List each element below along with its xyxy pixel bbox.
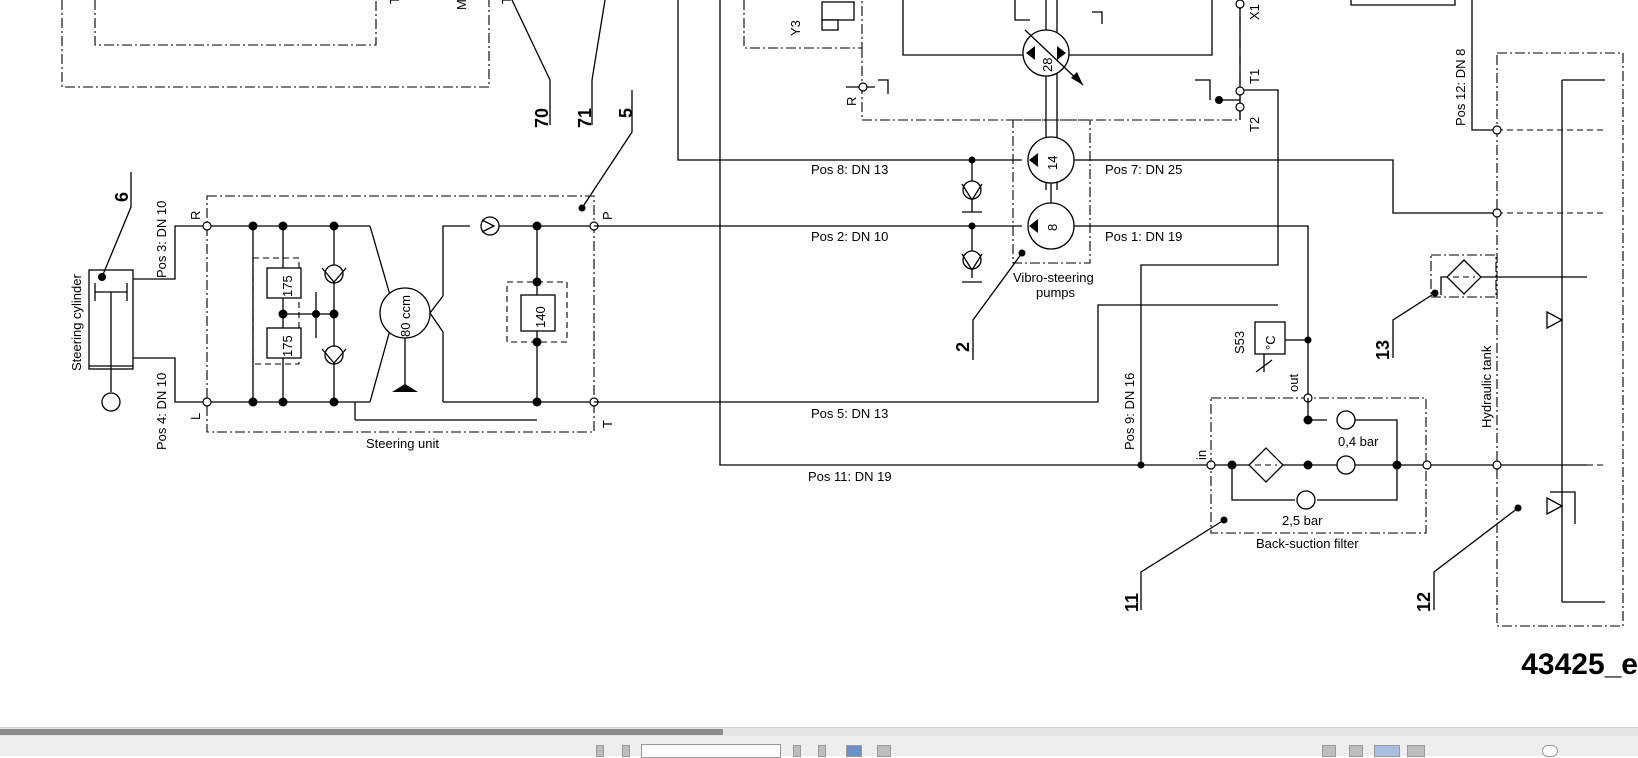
return-filter-13 bbox=[1392, 254, 1587, 358]
relief-setting-r: 175 bbox=[280, 275, 295, 297]
port-label-l-cylinder: L bbox=[188, 413, 203, 420]
hydraulic-tank-label: Hydraulic tank bbox=[1479, 345, 1494, 428]
callout-71: 71 bbox=[575, 108, 595, 128]
port-label-t1: T1 bbox=[1247, 69, 1262, 84]
callout-6: 6 bbox=[112, 192, 132, 202]
two-page-continuous-icon[interactable] bbox=[1407, 745, 1425, 757]
line-label-pos9: Pos 9: DN 16 bbox=[1122, 373, 1137, 450]
sensor-unit-label: °C bbox=[1263, 335, 1278, 350]
label-fragment-t-left: T bbox=[387, 0, 402, 4]
line-label-pos3: Pos 3: DN 10 bbox=[154, 201, 169, 278]
line-label-pos12: Pos 12: DN 8 bbox=[1453, 49, 1468, 126]
steering-cylinder bbox=[88, 172, 134, 412]
hydraulic-tank bbox=[1433, 52, 1624, 627]
filter-port-out: out bbox=[1286, 374, 1301, 392]
viewer-toolbar bbox=[0, 727, 1638, 758]
horizontal-scrollbar[interactable] bbox=[0, 728, 1638, 736]
pump-8-label: 8 bbox=[1045, 224, 1060, 231]
port-label-r-valve: R bbox=[844, 97, 859, 106]
callout-2: 2 bbox=[953, 342, 973, 352]
vibro-steering-pumps bbox=[961, 119, 1091, 360]
pressure-relief-setting: 140 bbox=[533, 306, 548, 328]
label-fragment-m: M bbox=[454, 0, 469, 10]
valve-y3-label: Y3 bbox=[788, 20, 803, 36]
two-page-icon[interactable] bbox=[1374, 745, 1400, 757]
last-page-icon[interactable] bbox=[818, 745, 826, 757]
port-label-p: P bbox=[600, 211, 615, 220]
steering-unit-label: Steering unit bbox=[366, 436, 439, 451]
sensor-s53-label: S53 bbox=[1232, 331, 1247, 354]
back-suction-filter bbox=[1137, 393, 1432, 610]
prev-page-icon[interactable] bbox=[622, 745, 630, 757]
callout-13: 13 bbox=[1373, 340, 1393, 360]
callout-70: 70 bbox=[532, 108, 552, 128]
hydraulic-schematic: T M T 70 71 5 6 Steering cylinder Pos 3:… bbox=[61, 0, 1624, 627]
callout-5: 5 bbox=[616, 108, 636, 118]
fit-page-icon[interactable] bbox=[846, 745, 862, 757]
line-label-pos7: Pos 7: DN 25 bbox=[1105, 162, 1182, 177]
steering-cylinder-label: Steering cylinder bbox=[69, 274, 84, 371]
drawing-number: 43425_e bbox=[1521, 648, 1638, 681]
bypass-setting-0-4: 0,4 bar bbox=[1338, 434, 1379, 449]
steering-unit-displacement: 80 ccm bbox=[398, 295, 413, 337]
callout-leaders-top bbox=[511, 0, 633, 212]
callout-12: 12 bbox=[1414, 592, 1434, 612]
filter-port-in: in bbox=[1194, 450, 1209, 460]
relief-setting-l: 175 bbox=[280, 335, 295, 357]
pump-28-label: 28 bbox=[1040, 58, 1055, 72]
toolbar-controls bbox=[0, 737, 1638, 758]
vibro-steering-pumps-label-1: Vibro-steering bbox=[1013, 270, 1094, 285]
pump-14-label: 14 bbox=[1045, 156, 1060, 170]
next-page-icon[interactable] bbox=[793, 745, 801, 757]
port-label-x1: X1 bbox=[1247, 4, 1262, 20]
horizontal-scrollbar-thumb[interactable] bbox=[0, 729, 723, 735]
pdf-viewer-page: T M T 70 71 5 6 Steering cylinder Pos 3:… bbox=[61, 0, 1638, 681]
page-number-input[interactable] bbox=[641, 744, 781, 758]
port-label-t: T bbox=[600, 420, 615, 428]
steering-unit bbox=[202, 195, 599, 433]
temperature-sensor-s53 bbox=[1254, 321, 1312, 373]
fit-width-icon[interactable] bbox=[877, 745, 891, 757]
back-suction-filter-label: Back-suction filter bbox=[1256, 536, 1359, 551]
line-label-pos1: Pos 1: DN 19 bbox=[1105, 229, 1182, 244]
line-label-pos11: Pos 11: DN 19 bbox=[808, 469, 892, 484]
port-label-t2: T2 bbox=[1247, 117, 1262, 132]
zoom-icon[interactable] bbox=[1542, 745, 1558, 757]
vibro-steering-pumps-label-2: pumps bbox=[1036, 285, 1076, 300]
single-page-icon[interactable] bbox=[1322, 745, 1336, 757]
label-fragment-t-right: T bbox=[499, 0, 514, 4]
continuous-page-icon[interactable] bbox=[1349, 745, 1363, 757]
line-label-pos5: Pos 5: DN 13 bbox=[811, 406, 888, 421]
line-label-pos8: Pos 8: DN 13 bbox=[811, 162, 888, 177]
line-label-pos2: Pos 2: DN 10 bbox=[811, 229, 888, 244]
bypass-setting-2-5: 2,5 bar bbox=[1282, 513, 1323, 528]
callout-11: 11 bbox=[1122, 593, 1142, 612]
first-page-icon[interactable] bbox=[596, 745, 604, 757]
pump-28-section bbox=[743, 0, 1245, 190]
line-label-pos4: Pos 4: DN 10 bbox=[154, 373, 169, 450]
port-label-r-cylinder: R bbox=[188, 211, 203, 220]
upper-left-frames bbox=[61, 0, 490, 88]
